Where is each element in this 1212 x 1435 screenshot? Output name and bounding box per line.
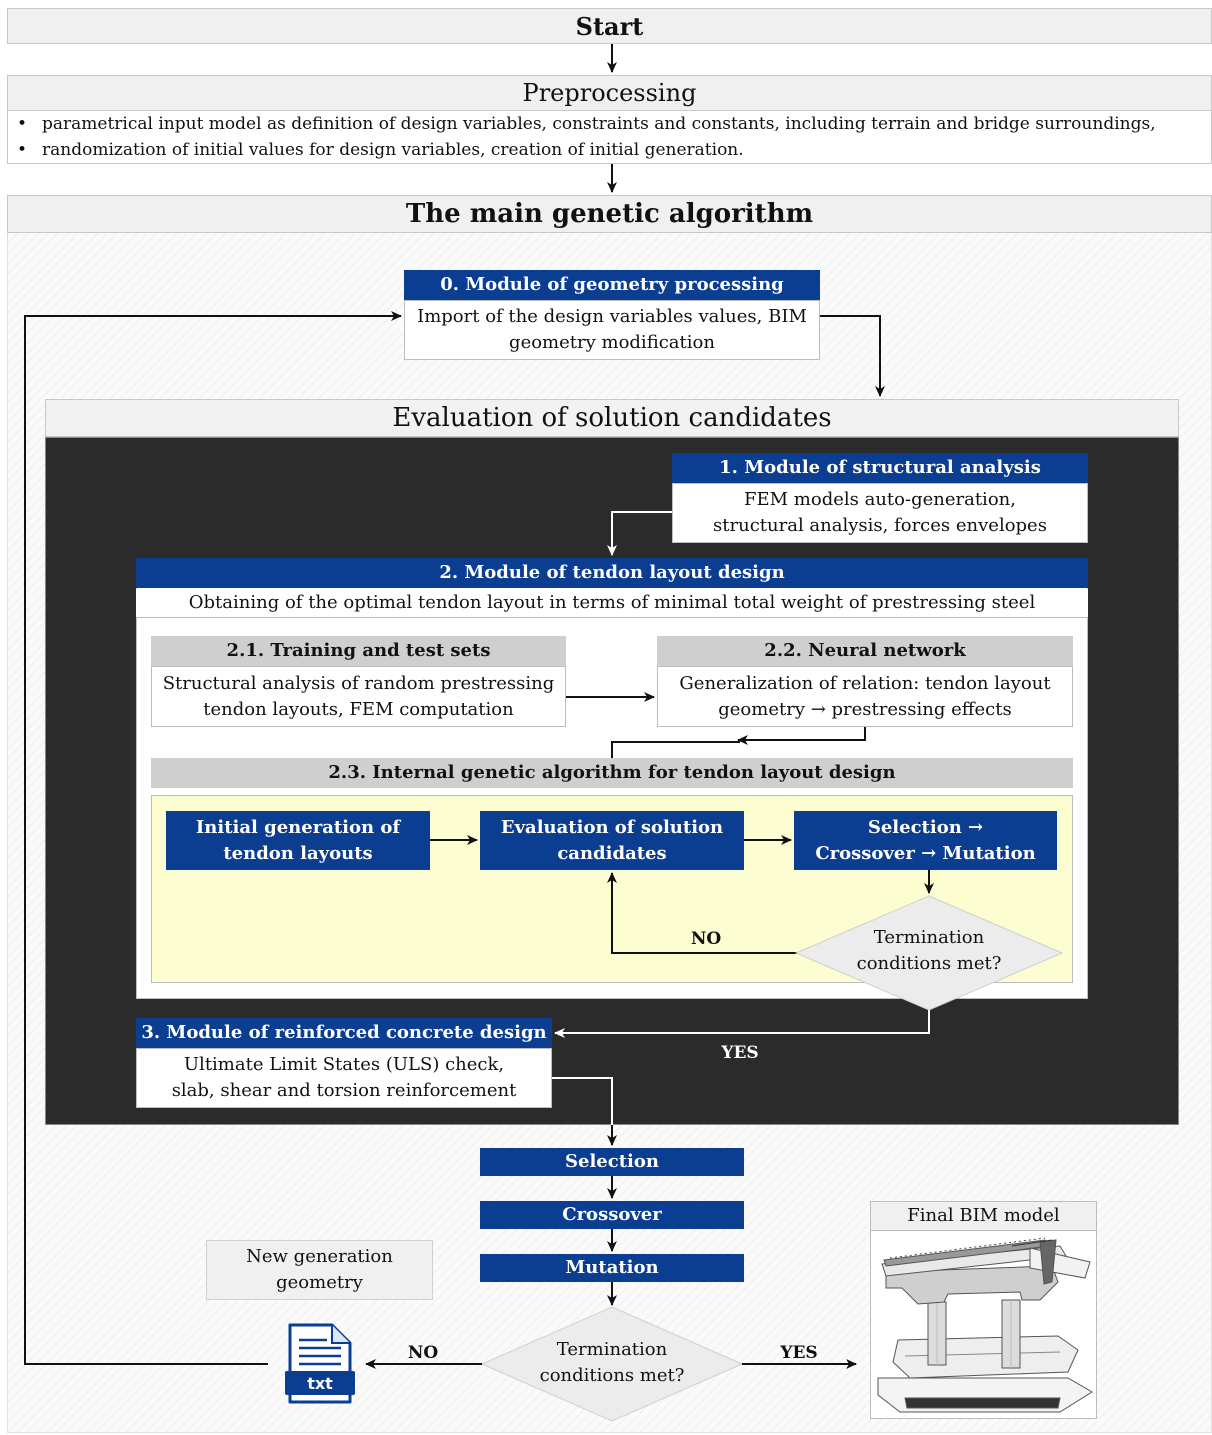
module1-title-text: 1. Module of structural analysis bbox=[719, 457, 1041, 478]
module0-title-text: 0. Module of geometry processing bbox=[440, 274, 784, 295]
inner-initial-generation: Initial generation of tendon layouts bbox=[166, 811, 430, 870]
module0-body: Import of the design variables values, B… bbox=[404, 300, 820, 360]
outer-selection: Selection bbox=[480, 1148, 744, 1176]
m23-title: 2.3. Internal genetic algorithm for tend… bbox=[151, 758, 1073, 788]
module1-title: 1. Module of structural analysis bbox=[672, 453, 1088, 483]
start-header: Start bbox=[7, 8, 1212, 44]
module0-line2: geometry modification bbox=[509, 332, 715, 353]
module0-line1: Import of the design variables values, B… bbox=[417, 306, 807, 327]
outer-crossover-label: Crossover bbox=[562, 1204, 662, 1225]
evaluation-title: Evaluation of solution candidates bbox=[392, 403, 832, 433]
inner-initial-line2: tendon layouts bbox=[223, 842, 373, 864]
module3-body: Ultimate Limit States (ULS) check, slab,… bbox=[136, 1048, 552, 1108]
module0-title: 0. Module of geometry processing bbox=[404, 270, 820, 300]
m22-line1: Generalization of relation: tendon layou… bbox=[679, 672, 1051, 694]
m21-line1: Structural analysis of random prestressi… bbox=[162, 672, 555, 694]
preprocessing-title: Preprocessing bbox=[522, 79, 697, 107]
inner-eval-line2: candidates bbox=[557, 842, 667, 864]
m21-body: Structural analysis of random prestressi… bbox=[151, 666, 566, 727]
outer-crossover: Crossover bbox=[480, 1201, 744, 1229]
preprocessing-bullet-1: parametrical input model as definition o… bbox=[42, 114, 1156, 134]
m21-title: 2.1. Training and test sets bbox=[151, 636, 566, 666]
inner-evaluation: Evaluation of solution candidates bbox=[480, 811, 744, 870]
new-gen-line1: New generation bbox=[246, 1246, 393, 1267]
bullet-icon: • bbox=[17, 114, 28, 134]
new-generation-geometry: New generation geometry bbox=[206, 1240, 433, 1300]
module2-title: 2. Module of tendon layout design bbox=[136, 558, 1088, 588]
evaluation-header: Evaluation of solution candidates bbox=[45, 399, 1179, 437]
outer-mutation-label: Mutation bbox=[565, 1257, 659, 1278]
module1-line2: structural analysis, forces envelopes bbox=[713, 515, 1047, 536]
final-bim-panel bbox=[870, 1201, 1097, 1419]
m22-title-text: 2.2. Neural network bbox=[764, 640, 966, 661]
outer-selection-label: Selection bbox=[565, 1151, 659, 1172]
module3-title-text: 3. Module of reinforced concrete design bbox=[141, 1022, 547, 1043]
preprocessing-body: • parametrical input model as definition… bbox=[7, 111, 1212, 164]
preprocessing-header: Preprocessing bbox=[7, 75, 1212, 111]
outer-mutation: Mutation bbox=[480, 1254, 744, 1282]
module2-subtitle-text: Obtaining of the optimal tendon layout i… bbox=[188, 592, 1036, 613]
inner-initial-line1: Initial generation of bbox=[195, 816, 401, 838]
module3-line2: slab, shear and torsion reinforcement bbox=[171, 1080, 517, 1101]
inner-selection-crossover-mutation: Selection → Crossover → Mutation bbox=[794, 811, 1057, 870]
module3-line1: Ultimate Limit States (ULS) check, bbox=[183, 1054, 505, 1075]
module1-body: FEM models auto-generation, structural a… bbox=[672, 483, 1088, 543]
m21-title-text: 2.1. Training and test sets bbox=[226, 640, 491, 661]
main-ga-header: The main genetic algorithm bbox=[7, 195, 1212, 233]
inner-sel-line1: Selection → bbox=[867, 816, 984, 838]
final-bim-header: Final BIM model bbox=[870, 1201, 1097, 1231]
m21-line2: tendon layouts, FEM computation bbox=[203, 698, 514, 720]
final-bim-title: Final BIM model bbox=[907, 1205, 1060, 1226]
module1-line1: FEM models auto-generation, bbox=[744, 489, 1016, 510]
inner-eval-line1: Evaluation of solution bbox=[500, 816, 724, 838]
m22-title: 2.2. Neural network bbox=[657, 636, 1073, 666]
m23-title-text: 2.3. Internal genetic algorithm for tend… bbox=[328, 762, 896, 783]
module2-subtitle: Obtaining of the optimal tendon layout i… bbox=[136, 589, 1088, 618]
inner-sel-line2: Crossover → Mutation bbox=[815, 842, 1036, 864]
module2-title-text: 2. Module of tendon layout design bbox=[439, 562, 785, 583]
start-label: Start bbox=[575, 11, 644, 41]
bullet-icon: • bbox=[17, 140, 28, 160]
new-gen-line2: geometry bbox=[276, 1272, 363, 1293]
module3-title: 3. Module of reinforced concrete design bbox=[136, 1018, 552, 1048]
preprocessing-bullet-2: randomization of initial values for desi… bbox=[42, 140, 744, 160]
main-ga-title: The main genetic algorithm bbox=[405, 199, 814, 229]
m22-line2: geometry → prestressing effects bbox=[718, 698, 1012, 720]
m22-body: Generalization of relation: tendon layou… bbox=[657, 666, 1073, 727]
